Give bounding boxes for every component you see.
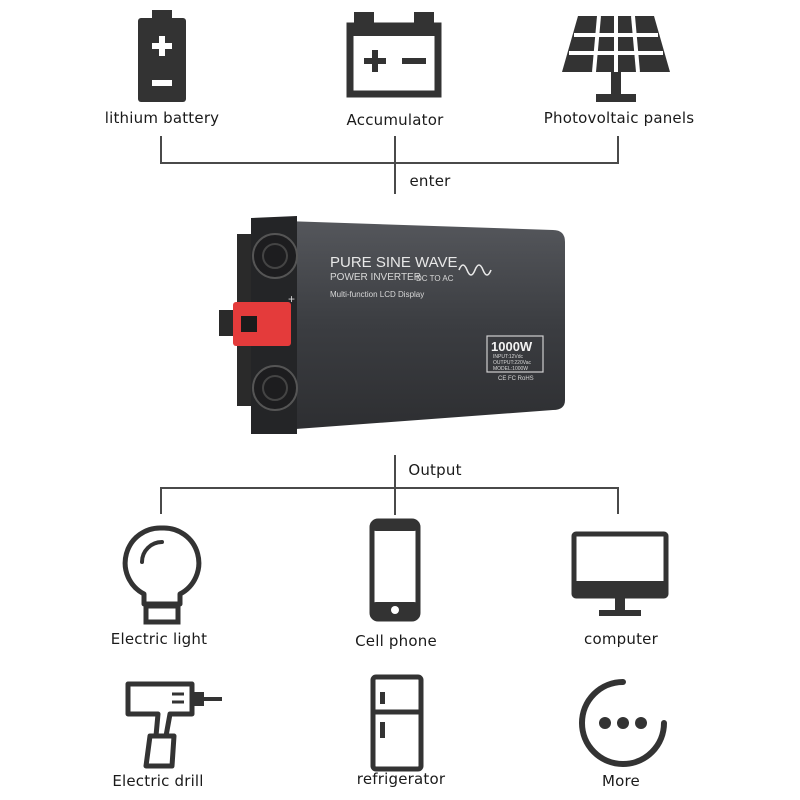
inverter-terminal-plus: + xyxy=(288,292,296,306)
computer-monitor-icon xyxy=(571,531,669,616)
inverter-rating: 1000W xyxy=(491,339,533,354)
input-label-lithium-battery: lithium battery xyxy=(104,109,220,127)
connector-line xyxy=(160,162,619,164)
more-icon[interactable] xyxy=(578,678,668,768)
cell-phone-icon xyxy=(369,518,421,622)
connector-line xyxy=(617,487,619,514)
lithium-battery-icon xyxy=(138,10,186,102)
connector-line xyxy=(160,487,619,489)
power-inverter-illustration xyxy=(219,216,565,434)
connector-line xyxy=(617,136,619,163)
input-label-accumulator: Accumulator xyxy=(346,111,444,129)
output-label-cell-phone: Cell phone xyxy=(355,632,437,650)
output-label-electric-drill: Electric drill xyxy=(112,772,204,790)
enter-label: enter xyxy=(409,172,451,190)
inverter-certification: CE FC RoHS xyxy=(498,376,534,382)
refrigerator-icon xyxy=(370,674,424,772)
solar-panel-icon xyxy=(562,15,670,102)
inverter-input-spec: INPUT:12Vdc xyxy=(493,354,524,360)
light-bulb-icon xyxy=(122,525,202,625)
inverter-display-text: Multi-function LCD Display xyxy=(330,290,425,299)
output-label: Output xyxy=(408,461,462,479)
connector-line xyxy=(394,136,396,194)
output-label-computer: computer xyxy=(584,630,658,648)
inverter-dc-to-ac: DC TO AC xyxy=(416,274,454,283)
inverter-model-spec: MODEL:1000W xyxy=(493,366,529,372)
electric-drill-icon xyxy=(125,681,222,769)
inverter-output-spec: OUTPUT:220Vac xyxy=(493,360,531,366)
inverter-subtitle: POWER INVERTER xyxy=(330,272,421,283)
connector-line xyxy=(160,136,162,163)
inverter-title: PURE SINE WAVE xyxy=(330,254,458,271)
output-label-refrigerator: refrigerator xyxy=(356,770,446,788)
accumulator-icon xyxy=(346,12,442,98)
connector-line xyxy=(394,455,396,515)
output-label-more[interactable]: More xyxy=(602,772,640,790)
connector-line xyxy=(160,487,162,514)
output-label-electric-light: Electric light xyxy=(110,630,208,648)
input-label-photovoltaic-panels: Photovoltaic panels xyxy=(543,109,695,127)
